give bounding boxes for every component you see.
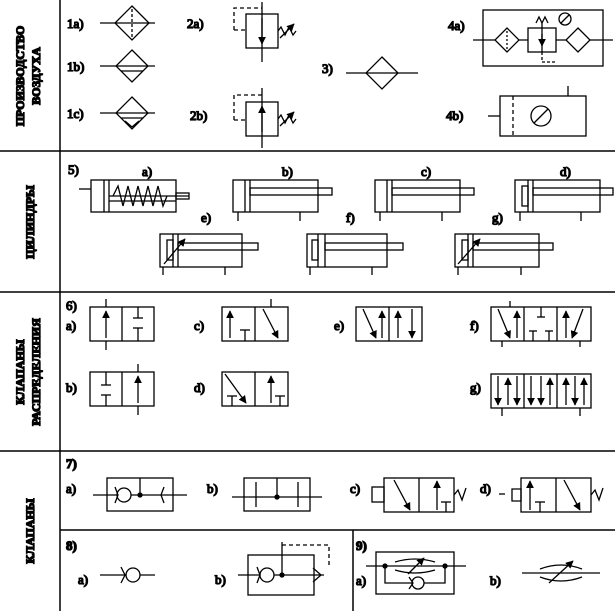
valve-5-3-f [490, 301, 592, 347]
label-cyl-d: d) [560, 164, 571, 179]
label-v7-b: b) [207, 481, 218, 496]
label-cyl-c: c) [421, 164, 431, 179]
valve-4-2-e [355, 306, 423, 342]
label-v9-a: a) [356, 573, 366, 588]
label-v8-b: b) [215, 572, 226, 587]
label-8: 8) [66, 538, 77, 553]
filter-separator-symbol-1c [100, 96, 155, 130]
valve-3-2-d [221, 371, 289, 407]
label-dv-c: c) [194, 318, 204, 333]
label-cyl-b: b) [282, 164, 293, 179]
lubricator-symbol-3 [346, 56, 418, 90]
label-dv-e: e) [334, 318, 344, 333]
quick-exhaust-valve-8b [238, 542, 330, 596]
valve-3-2-pilot-7d [499, 477, 604, 513]
valve-3-2-manual-7c [371, 477, 467, 513]
label-4a: 4a) [448, 18, 465, 33]
label-v9-b: b) [490, 573, 501, 588]
two-pressure-valve-7b [232, 477, 322, 512]
label-3: 3) [322, 61, 333, 76]
section-title-air-line1: ПРОИЗВОДСТВО [13, 26, 27, 127]
label-cyl-e: e) [201, 210, 211, 225]
label-dv-f: f) [470, 318, 479, 333]
label-v8-a: a) [78, 572, 88, 587]
pressure-regulator-symbol-2a [233, 2, 297, 62]
cylinder-adjustable-cushion-g [454, 233, 554, 275]
shuttle-valve-7a [93, 477, 187, 512]
cylinder-double-acting-b [232, 179, 333, 221]
valve-2-2-a [89, 299, 155, 350]
silencer-gauge-symbol-4b [488, 86, 587, 137]
label-cyl-f: f) [346, 210, 355, 225]
valve-3-2-c [221, 299, 289, 342]
label-6: 6) [66, 298, 77, 313]
label-4b: 4b) [446, 108, 463, 123]
label-5: 5) [68, 162, 79, 177]
label-2a: 2a) [187, 16, 204, 31]
label-2b: 2b) [190, 108, 207, 123]
check-valve-8a [100, 566, 155, 584]
label-v7-d: d) [480, 481, 491, 496]
filter-symbol-1a [100, 5, 155, 41]
label-dv-d: d) [194, 380, 205, 395]
section-title-cylinders: ЦИЛИНДРЫ [23, 185, 37, 259]
valve-2-2-b [89, 364, 155, 415]
section-title-distribution-line1: КЛАПАНЫ [13, 339, 27, 404]
label-dv-b: b) [66, 380, 77, 395]
cylinder-double-rod-f [306, 233, 404, 275]
frl-unit-symbol-4a [473, 9, 613, 67]
section-title-valves: КЛАПАНЫ [23, 498, 37, 563]
valve-5-3-g [490, 373, 592, 416]
flow-control-valve-9a [366, 551, 466, 595]
label-1c: 1c) [67, 106, 84, 121]
label-v7-c: c) [350, 481, 360, 496]
cylinder-adjustable-cushion-e [159, 233, 259, 275]
section-title-air-line2: ВОЗДУХА [29, 47, 43, 105]
throttle-valve-9b [522, 560, 600, 584]
label-dv-a: a) [66, 318, 76, 333]
cylinder-cushioned-d [514, 179, 614, 221]
label-cyl-a: a) [142, 164, 152, 179]
pressure-regulator-symbol-2b [233, 88, 297, 148]
label-1b: 1b) [67, 59, 84, 74]
label-v7-a: a) [66, 481, 76, 496]
label-9: 9) [356, 538, 367, 553]
cylinder-spring-return-a [79, 179, 190, 213]
water-separator-symbol-1b [100, 49, 155, 83]
label-1a: 1a) [67, 16, 84, 31]
section-title-distribution-line2: РАСПРЕДЕЛЕНИЯ [29, 318, 43, 426]
label-dv-g: g) [470, 380, 481, 395]
label-7: 7) [66, 456, 77, 471]
cylinder-double-acting-c [374, 179, 475, 221]
label-cyl-g: g) [492, 210, 503, 225]
